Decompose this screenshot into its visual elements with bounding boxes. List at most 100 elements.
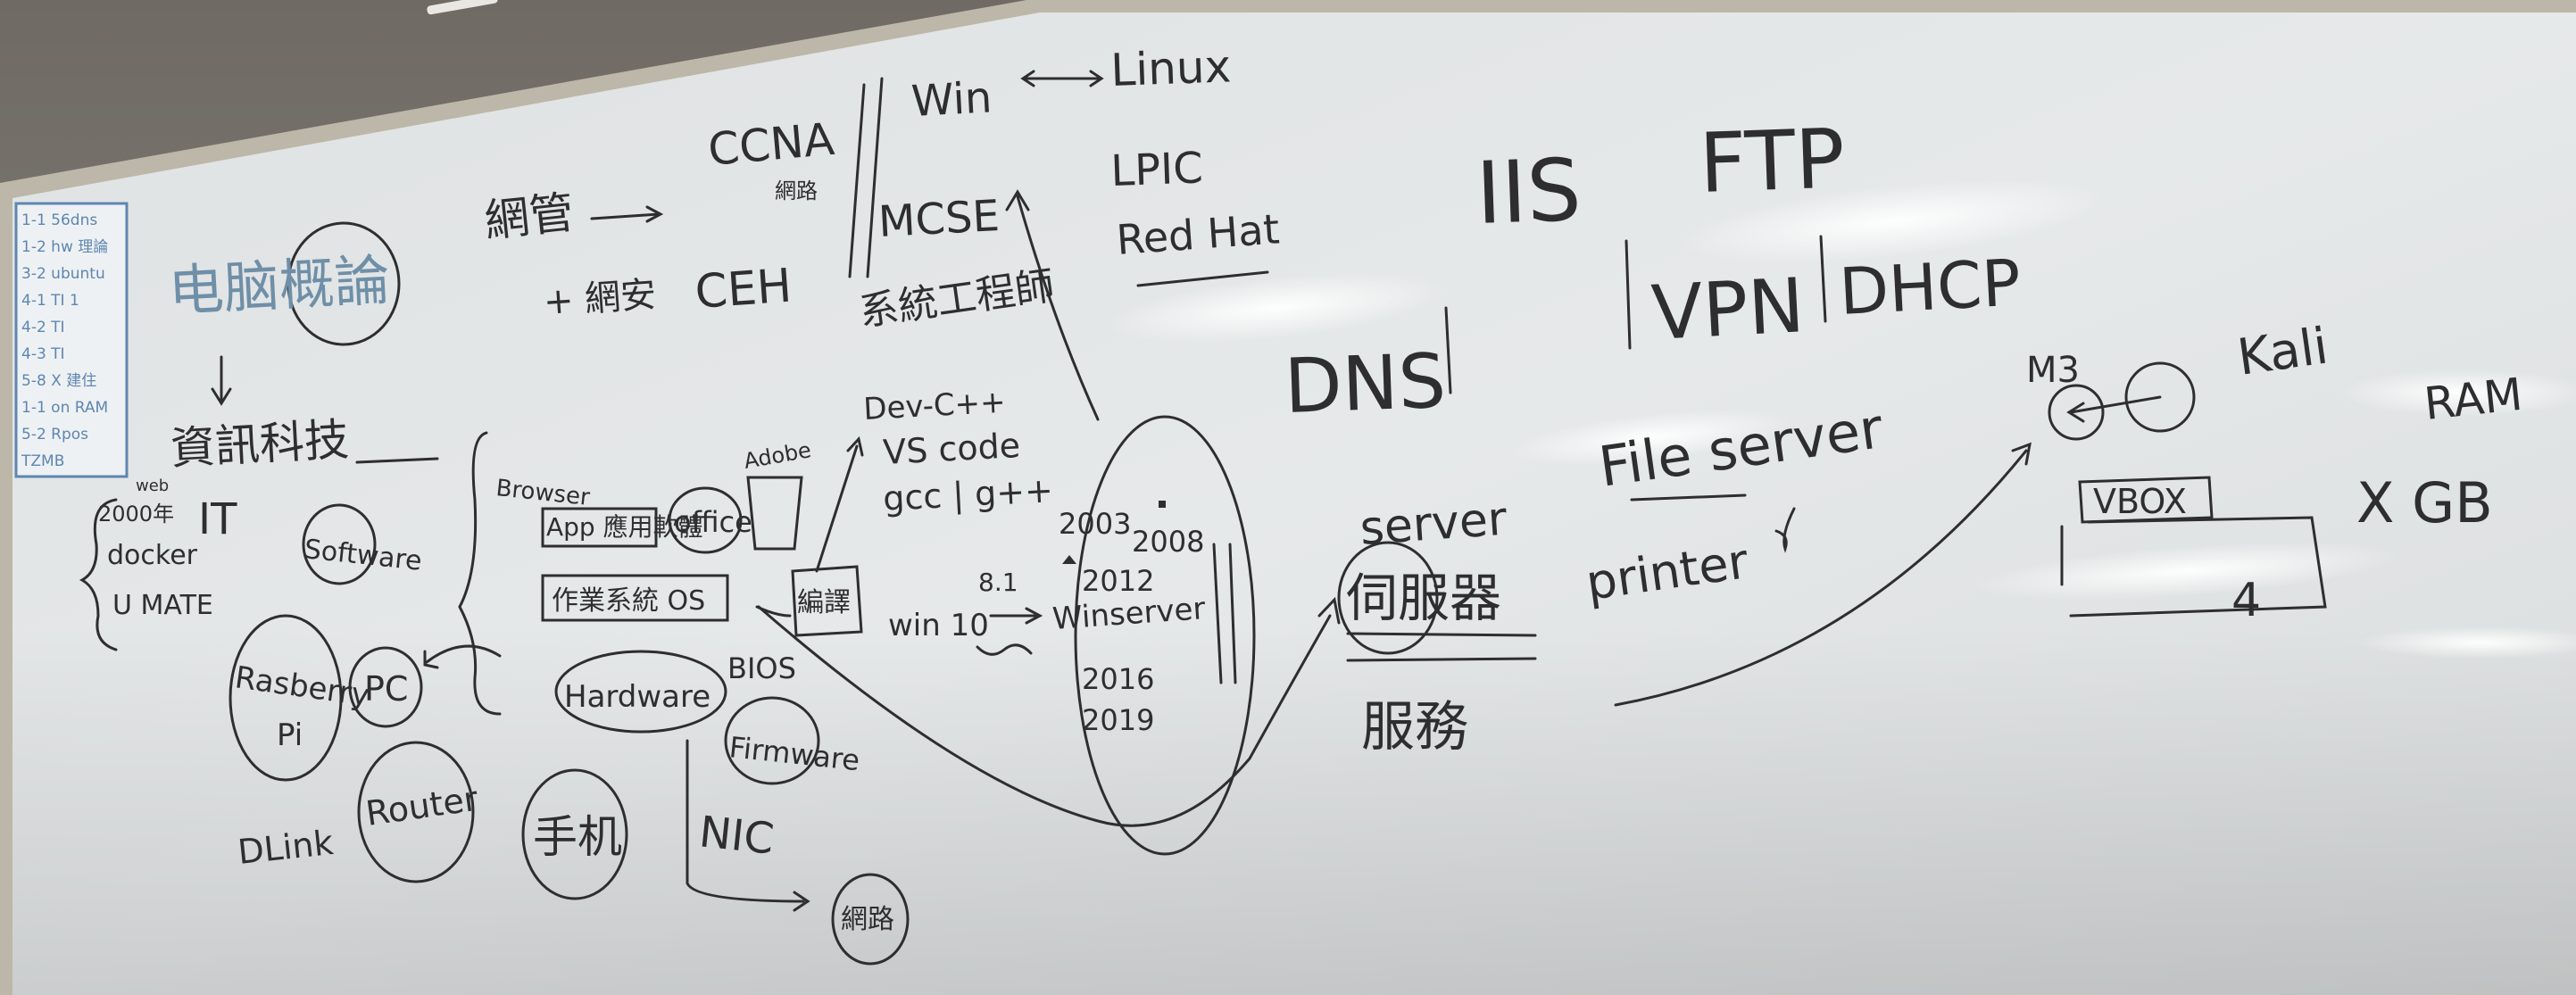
line-nic [686, 739, 810, 912]
label-win81: 8.1 [978, 568, 1018, 597]
label-year-2003: 2003 [1059, 507, 1131, 541]
label-bios: BIOS [727, 651, 796, 685]
label-network-card: 網路 [841, 904, 894, 935]
bar-vpn-left [1625, 239, 1632, 350]
label-ram: RAM [2422, 369, 2525, 430]
curly-file-printer [1774, 507, 1796, 553]
double-bar-cert [848, 77, 884, 278]
corner-note-line: 1-1 on RAM [21, 399, 108, 417]
label-umate: U MATE [112, 590, 213, 621]
label-docker: docker [107, 540, 198, 571]
label-2000: 2000年 [98, 502, 174, 527]
label-phone: 手机 [533, 811, 622, 863]
label-devcpp: Dev-C++ [862, 385, 1006, 427]
circle-m3 [2048, 384, 2105, 441]
arrow-to-pc [423, 644, 502, 669]
underline-redhat [1136, 270, 1269, 287]
label-xgb: X GB [2356, 470, 2493, 535]
corner-note-line: 5-8 X 建住 [21, 372, 96, 390]
label-app: App 應用軟體 [546, 512, 703, 542]
label-it-chinese: 資訊科技 [170, 414, 351, 475]
ceiling-light [427, 0, 498, 15]
circle-hardware [554, 650, 727, 734]
corner-note-line: 3-2 ubuntu [21, 265, 105, 283]
label-four: 4 [2231, 574, 2261, 627]
label-year-2012: 2012 [1082, 564, 1154, 598]
arrow-to-winserver [989, 607, 1043, 625]
label-vscode: VS code [882, 426, 1021, 472]
corner-note-line: 1-1 56dns [21, 211, 97, 229]
label-it: IT [198, 494, 237, 544]
label-year-2019: 2019 [1082, 703, 1154, 737]
bar-vpn-right [1819, 235, 1827, 323]
corner-note-line: 4-1 TI 1 [21, 292, 79, 310]
underline-server [1346, 632, 1537, 662]
label-service-chinese: 服務 [1361, 696, 1468, 759]
corner-note: 1-1 56dns 1-2 hw 理論 3-2 ubuntu 4-1 TI 1 … [14, 202, 129, 478]
circle-network-card [831, 873, 910, 966]
label-os: 作業系統 OS [552, 585, 705, 617]
box-os [541, 574, 729, 622]
label-ccna: CCNA [706, 113, 836, 176]
circle-office [668, 486, 743, 554]
light-glare [1108, 178, 2576, 659]
year-marks [1062, 501, 1166, 564]
underline-vbox [2069, 516, 2327, 618]
arrow-netmgmt [590, 205, 664, 223]
label-server-chinese: 伺服器 [1346, 568, 1501, 628]
corner-note-line: 4-3 TI [21, 345, 65, 363]
label-m3: M3 [2026, 350, 2080, 391]
bar-dns [1444, 306, 1452, 394]
label-ftp: FTP [1698, 111, 1847, 211]
label-year-2016: 2016 [1082, 662, 1154, 696]
label-dns: DNS [1283, 337, 1447, 430]
circle-software [302, 503, 377, 585]
underline-file-server [1630, 493, 1747, 502]
circle-pc [348, 646, 423, 728]
corner-note-line: 5-2 Rpos [21, 426, 88, 444]
label-linux: Linux [1109, 40, 1232, 96]
box-app [541, 507, 658, 548]
adobe-cup [746, 476, 803, 551]
corner-note-line: 4-2 TI [21, 319, 65, 336]
label-lpic: LPIC [1109, 143, 1203, 196]
circle-kali [2124, 361, 2196, 433]
label-year-2008: 2008 [1132, 525, 1204, 559]
label-netmgmt: 網管 [482, 187, 577, 247]
label-computer-intro: 电脑概論 [167, 247, 391, 324]
label-ceh: CEH [694, 260, 794, 319]
label-pc: PC [364, 669, 408, 709]
arrow-down-it [211, 355, 232, 406]
circle-phone [521, 768, 628, 900]
label-win: Win [910, 72, 993, 127]
circle-winserver [1074, 415, 1256, 856]
label-iis: IIS [1475, 140, 1583, 244]
label-office: office [674, 505, 752, 539]
circle-router [357, 741, 475, 883]
label-kali: Kali [2234, 317, 2331, 386]
double-bar-winserver [1212, 543, 1237, 684]
board-bottom-shade [12, 625, 2576, 995]
label-vbox: VBOX [2093, 482, 2187, 521]
circle-raspberry-pi [229, 614, 343, 782]
label-web: web [136, 477, 169, 495]
circle-firmware [724, 696, 820, 785]
label-nic: NIC [697, 807, 777, 864]
label-win10: win 10 [888, 608, 989, 643]
squiggle-win [976, 643, 1033, 656]
brace-center [458, 431, 502, 716]
circle-computer-intro [287, 221, 401, 346]
box-compile [791, 565, 863, 637]
label-server: server [1359, 493, 1509, 556]
corner-note-line: 1-2 hw 理論 [21, 238, 108, 256]
label-hardware: Hardware [564, 679, 710, 715]
arrow-to-mcse [1005, 189, 1100, 421]
arrow-hardware-server [757, 596, 1341, 827]
arrow-win-linux [1020, 70, 1104, 87]
corner-note-line: TZMB [21, 452, 64, 470]
label-netsec: + 網安 [542, 274, 657, 323]
label-mcse: MCSE [877, 191, 1001, 247]
circle-server-chinese [1337, 541, 1439, 655]
label-dhcp: DHCP [1837, 245, 2022, 329]
